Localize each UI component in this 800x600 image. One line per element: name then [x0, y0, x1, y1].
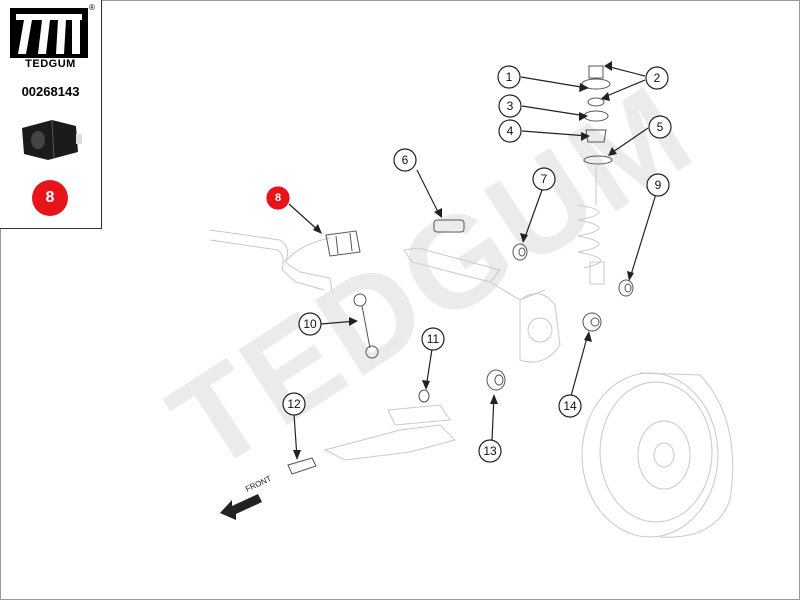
- bushing-13-part: [486, 369, 506, 391]
- bushing-14-part: [582, 312, 602, 332]
- leader-lines: [288, 65, 657, 459]
- callout-label: 4: [507, 124, 514, 138]
- bushing-9-part: [618, 279, 634, 297]
- stabilizer-bar: [209, 229, 333, 293]
- callout-3[interactable]: 3: [498, 94, 522, 118]
- callout-10[interactable]: 10: [298, 312, 322, 336]
- callout-label: 14: [563, 399, 577, 413]
- lower-arm: [323, 404, 456, 461]
- callout-9[interactable]: 9: [646, 173, 670, 197]
- callout-label: 7: [541, 172, 548, 186]
- callout-4[interactable]: 4: [498, 119, 522, 143]
- knuckle: [519, 293, 561, 363]
- callout-5[interactable]: 5: [648, 115, 672, 139]
- callout-1[interactable]: 1: [497, 65, 521, 89]
- selected-part-badge[interactable]: 8: [32, 180, 68, 216]
- bushing-7-part: [512, 243, 528, 261]
- callout-label: 1: [506, 70, 513, 84]
- callout-13[interactable]: 13: [478, 439, 502, 463]
- watermark: TEDGUM: [146, 56, 718, 498]
- callout-label: 9: [655, 178, 662, 192]
- callout-label: 10: [303, 317, 317, 331]
- callout-label: 2: [654, 71, 661, 85]
- callout-8[interactable]: 8: [266, 186, 290, 210]
- stabilizer-bushing-icon: [22, 119, 82, 160]
- callout-6[interactable]: 6: [393, 148, 417, 172]
- wheel: [581, 372, 734, 538]
- registered-mark: ®: [89, 3, 95, 12]
- part-number: 00268143: [21, 84, 80, 99]
- bushing-6-part: [433, 219, 465, 233]
- callout-label: 12: [287, 397, 301, 411]
- callout-12[interactable]: 12: [282, 392, 306, 416]
- callout-14[interactable]: 14: [558, 394, 582, 418]
- callout-label: 5: [657, 120, 664, 134]
- link-rod-part: [353, 293, 379, 359]
- tedgum-logo-icon: [10, 8, 88, 58]
- callout-7[interactable]: 7: [532, 167, 556, 191]
- callout-label: 3: [507, 99, 514, 113]
- callout-11[interactable]: 11: [421, 327, 445, 351]
- stabilizer-bushing-part: [325, 230, 361, 257]
- callout-label: 6: [402, 153, 409, 167]
- brand-name: TEDGUM: [25, 58, 76, 70]
- watermark-text: TEDGUM: [146, 56, 718, 498]
- bushing-11-part: [418, 389, 430, 403]
- arrow-heads: [293, 61, 634, 460]
- callout-label: 13: [483, 444, 497, 458]
- callout-label: 11: [427, 332, 440, 346]
- brand-panel: ® TEDGUM 00268143 8: [0, 0, 102, 229]
- bushing-12-part: [287, 457, 317, 475]
- callout-2[interactable]: 2: [645, 66, 669, 90]
- callout-label: 8: [275, 192, 281, 204]
